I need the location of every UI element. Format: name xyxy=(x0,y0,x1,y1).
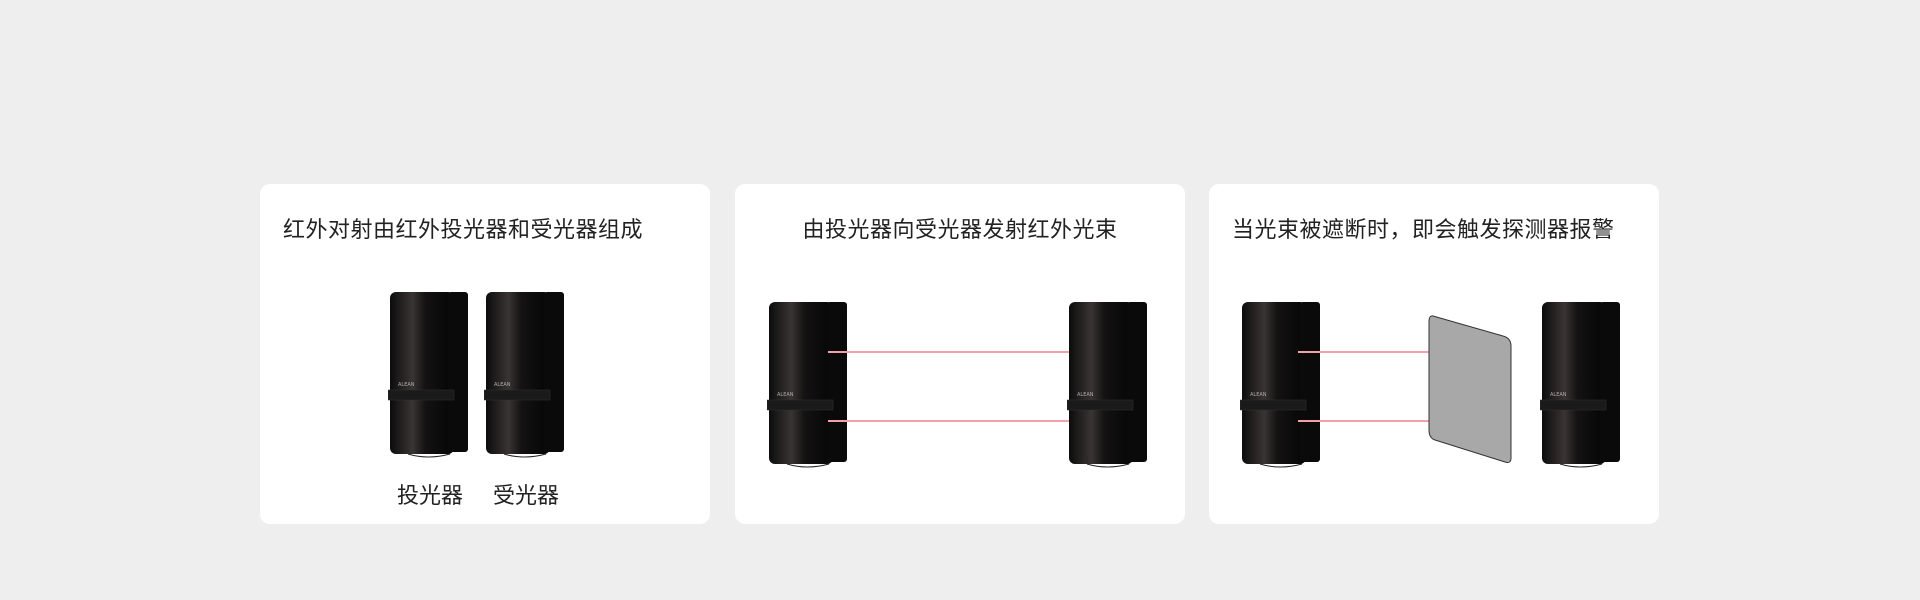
card-beam-interrupted: 当光束被遮断时，即会触发探测器报警 ALEAN ALEAN xyxy=(1209,184,1659,524)
infrared-beam xyxy=(1298,420,1469,422)
card-composition: 红外对射由红外投光器和受光器组成 ALEAN ALEAN 投光器 受光器 xyxy=(260,184,710,524)
receiver-sensor-image: ALEAN xyxy=(483,290,566,458)
card-beam-emission: 由投光器向受光器发射红外光束 ALEAN ALEAN xyxy=(735,184,1185,524)
infrared-beam xyxy=(828,351,1090,353)
obstacle-panel xyxy=(1428,315,1512,463)
svg-text:ALEAN: ALEAN xyxy=(494,382,511,388)
receiver-sensor-image: ALEAN xyxy=(1066,300,1149,468)
receiver-sensor-image: ALEAN xyxy=(1539,300,1622,468)
infrared-beam xyxy=(828,420,1090,422)
svg-text:ALEAN: ALEAN xyxy=(1250,392,1267,398)
transmitter-label: 投光器 xyxy=(397,484,464,509)
receiver-label: 受光器 xyxy=(493,484,560,509)
svg-text:ALEAN: ALEAN xyxy=(398,382,415,388)
infrared-beam xyxy=(1298,351,1469,353)
svg-text:ALEAN: ALEAN xyxy=(1550,392,1567,398)
svg-text:ALEAN: ALEAN xyxy=(1077,392,1094,398)
transmitter-sensor-image: ALEAN xyxy=(387,290,470,458)
card-title: 由投光器向受光器发射红外光束 xyxy=(802,218,1118,243)
transmitter-sensor-image: ALEAN xyxy=(1239,300,1322,468)
svg-text:ALEAN: ALEAN xyxy=(777,392,794,398)
transmitter-sensor-image: ALEAN xyxy=(766,300,849,468)
card-title: 当光束被遮断时，即会触发探测器报警 xyxy=(1232,218,1615,243)
card-title: 红外对射由红外投光器和受光器组成 xyxy=(283,218,644,243)
